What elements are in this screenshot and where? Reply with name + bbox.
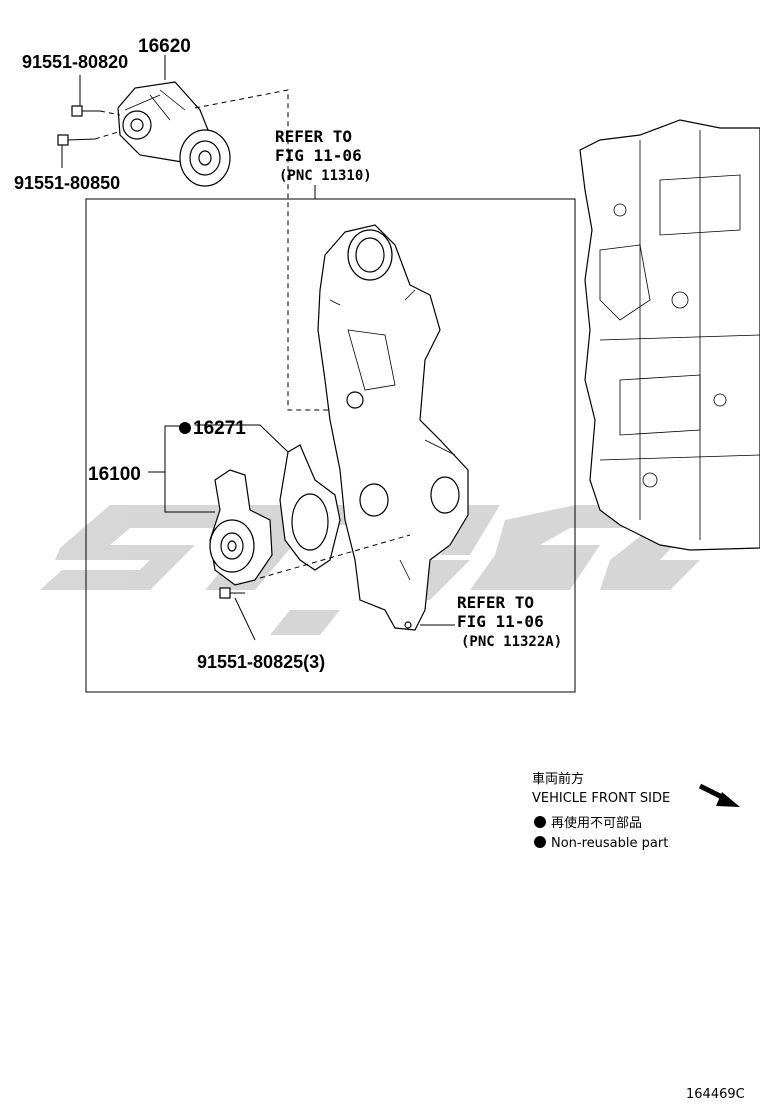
bolt-91551-80825 [219, 587, 245, 599]
bolt-91551-80850 [57, 134, 96, 146]
assembly-frame [85, 198, 576, 693]
ref-top-line1: REFER TO [275, 127, 352, 146]
label-16271: 16271 [193, 418, 246, 439]
label-91551-80825: 91551-80825(3) [197, 652, 325, 672]
bullet-icon [534, 836, 546, 848]
ref-bottom-line1: REFER TO [457, 593, 534, 612]
bolt-91551-80820 [71, 105, 100, 117]
water-pump-16100 [209, 469, 273, 586]
legend-reuse-jp: 再使用不可部品 [551, 815, 642, 831]
dashed-leader-top [194, 89, 330, 411]
label-91551-80820: 91551-80820 [22, 52, 128, 72]
gasket-16271 [195, 424, 341, 571]
bullet-icon [179, 422, 191, 434]
legend-front-en: VEHICLE FRONT SIDE [532, 791, 670, 806]
timing-cover [317, 224, 469, 631]
ref-top-line2: FIG 11-06 [275, 146, 362, 165]
label-16620: 16620 [138, 36, 191, 57]
label-16100: 16100 [88, 464, 141, 485]
legend-front-jp: 車両前方 [532, 771, 584, 787]
legend-reuse-en: Non-reusable part [551, 836, 668, 851]
tensioner-assembly [117, 81, 231, 187]
ref-bottom-line3: (PNC 11322A) [461, 634, 562, 650]
engine-block [579, 119, 760, 551]
ref-bottom-line2: FIG 11-06 [457, 612, 544, 631]
arrow-icon [698, 783, 740, 807]
label-91551-80850: 91551-80850 [14, 173, 120, 193]
bullet-icon [534, 816, 546, 828]
ref-top-line3: (PNC 11310) [279, 168, 372, 184]
leader-16100 [148, 425, 215, 513]
figure-id: 164469C [686, 1087, 745, 1102]
